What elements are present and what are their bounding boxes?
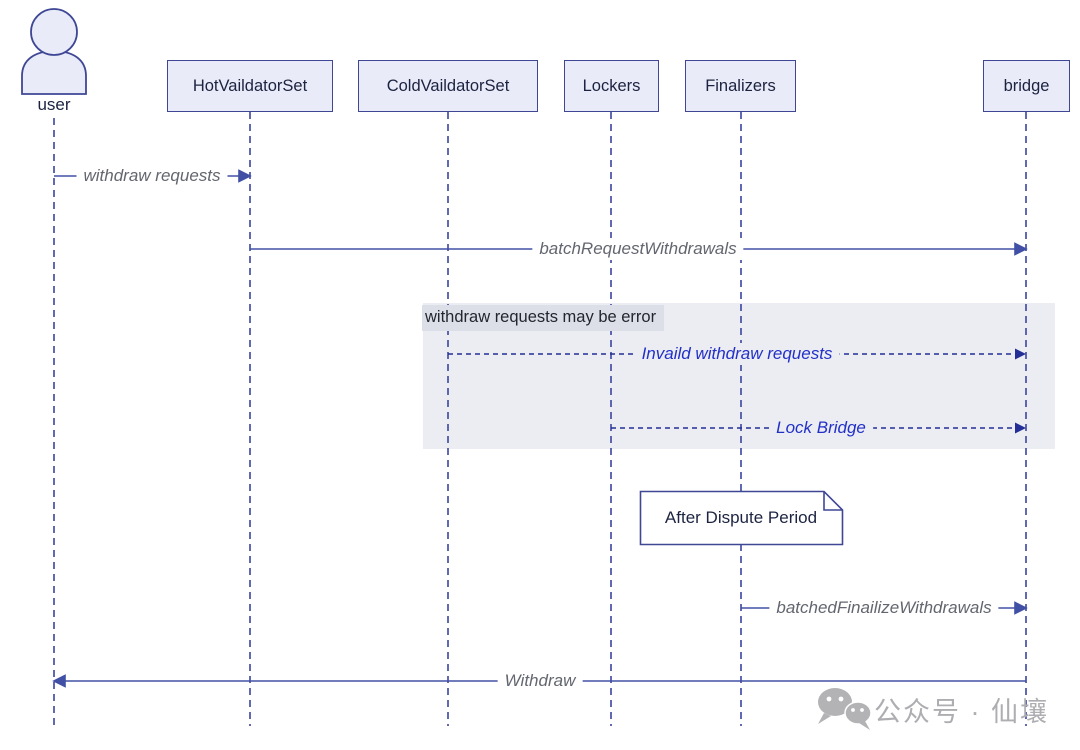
person-icon — [21, 8, 87, 95]
actor-finalizers: Finalizers — [685, 60, 796, 112]
actor-lockers: Lockers — [564, 60, 659, 112]
wechat-icon — [818, 688, 872, 730]
highlight-region-label: withdraw requests may be error — [422, 305, 665, 331]
message-invaild-withdraw-requests: Invaild withdraw requests — [634, 343, 840, 365]
message-withdraw-requests: withdraw requests — [76, 165, 228, 187]
lifelines — [53, 112, 1027, 726]
arrowhead-withdraw — [52, 674, 66, 688]
message-withdraw: Withdraw — [497, 670, 583, 692]
arrowhead-lock-bridge — [1015, 422, 1026, 434]
note-label: After Dispute Period — [664, 508, 818, 527]
actor-bridge: bridge — [983, 60, 1070, 112]
actor-coldvaildatorset: ColdVaildatorSet — [358, 60, 538, 112]
arrowhead-batch-request-withdrawals — [1014, 242, 1028, 256]
arrowhead-batched-finailize-withdrawals — [1014, 601, 1028, 615]
arrowhead-withdraw-requests — [238, 169, 252, 183]
dashed-arrowheads — [1015, 348, 1026, 434]
arrowhead-invaild-withdraw-requests — [1015, 348, 1026, 360]
watermark-text: 公众号 · 仙壤 — [874, 697, 1049, 727]
note-shape — [639, 490, 844, 546]
actor-hotvaildatorset: HotVaildatorSet — [167, 60, 333, 112]
actor-user-label: user — [37, 95, 71, 114]
message-batch-request-withdrawals: batchRequestWithdrawals — [532, 238, 744, 260]
message-batched-finailize-withdrawals: batchedFinailizeWithdrawals — [769, 597, 999, 619]
message-lock-bridge: Lock Bridge — [769, 417, 873, 439]
